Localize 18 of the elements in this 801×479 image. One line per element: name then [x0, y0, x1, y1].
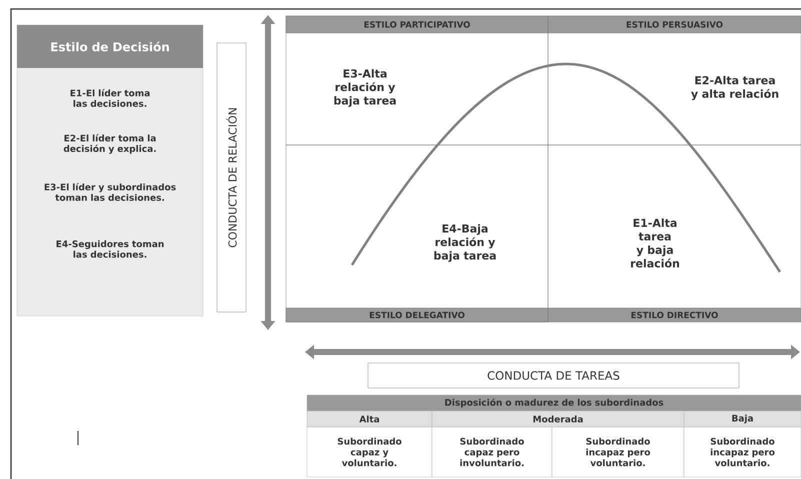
style-band: ESTILO DIRECTIVO — [548, 308, 801, 322]
quadrant: E1-Alta tarea y baja relación ESTILO DIRECTIVO — [548, 144, 801, 322]
axis-label-box: CONDUCTA DE RELACIÓN — [216, 42, 246, 312]
table-cell: Subordinado capaz y voluntario. — [306, 426, 432, 478]
table-cell: Subordinado incapaz pero voluntario. — [684, 426, 801, 478]
table-cell: Alta — [306, 410, 432, 428]
table-cell: Subordinado capaz pero involuntario. — [432, 426, 552, 478]
quadrant: E4-Baja relación y baja tarea ESTILO DELEGATIVO — [286, 144, 548, 322]
table-cell: Subordinado incapaz pero voluntario. — [552, 426, 684, 478]
quadrant: ESTILO PERSUASIVO E2-Alta tarea y alta relación — [548, 16, 801, 146]
legend-panel: Estilo de Decisión E1-El líder toma las decisiones. E2-El líder toma la decisión y explica. E3-El líder y subordinados toman las decisiones. E4-Seguidores toman las decisiones. — [16, 24, 204, 316]
style-band: ESTILO DELEGATIVO — [286, 308, 548, 322]
table-cell: Baja — [684, 410, 801, 428]
quadrant: ESTILO PARTICIPATIVO E3-Alta relación y baja tarea — [286, 16, 548, 146]
axis-label-box: CONDUCTA DE TAREAS — [368, 362, 740, 388]
table-header: Disposición o madurez de los subordinados — [306, 394, 801, 412]
style-band: ESTILO PERSUASIVO — [548, 16, 801, 34]
style-band: ESTILO PARTICIPATIVO — [286, 16, 548, 34]
